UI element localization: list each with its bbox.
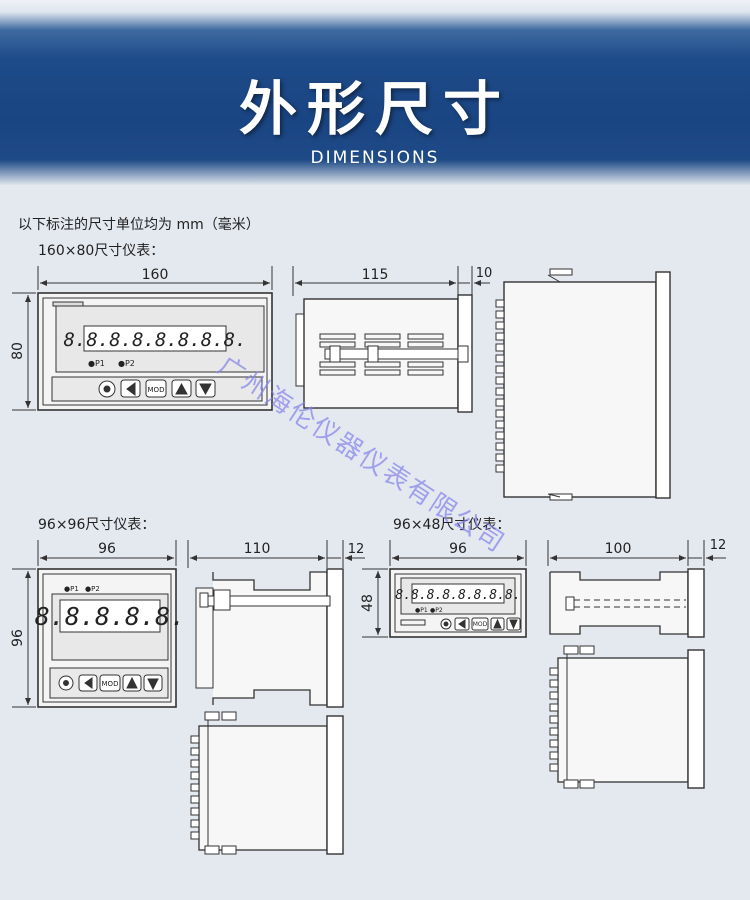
meter-96-mod-key: MOD <box>102 680 119 688</box>
meter-48-display: 8.8.8.8.8.8.8.8. <box>395 588 520 603</box>
dim-48-height: 48 <box>360 594 376 612</box>
meter-96-side-view <box>187 540 365 708</box>
meter-48-top-view <box>549 645 705 789</box>
meter-48-indicator-p2: ●P2 <box>430 607 443 614</box>
dim-160-height: 80 <box>10 342 26 360</box>
meter-160-display: 8.8.8.8.8.8.8.8. <box>63 329 246 351</box>
meter-96-indicator-p2: ●P2 <box>85 585 100 593</box>
meter-160-side-view <box>292 266 490 413</box>
meter-160-indicator-p1: ●P1 <box>88 359 105 368</box>
dim-96-width: 96 <box>98 541 116 557</box>
meter-96-display: 8.8.8.8.8. <box>35 602 186 631</box>
dim-96-bezel: 12 <box>348 542 365 557</box>
meter-160-front-view <box>12 266 273 411</box>
dim-48-bezel: 12 <box>710 538 727 553</box>
dim-96-depth: 110 <box>244 541 271 557</box>
section-label-160x80: 160×80尺寸仪表： <box>38 243 165 259</box>
meter-48-mod-key: MOD <box>473 621 488 628</box>
unit-note: 以下标注的尺寸单位均为 mm（毫米） <box>18 217 260 233</box>
section-label-96x96: 96×96尺寸仪表： <box>38 517 156 533</box>
meter-48-side-view <box>547 540 726 638</box>
header-banner: 外形尺寸 DIMENSIONS <box>0 0 750 185</box>
meter-160-top-view <box>495 268 671 501</box>
dim-160-depth: 115 <box>362 267 389 283</box>
dim-160-bezel: 10 <box>476 266 493 281</box>
meter-160-indicator-p2: ●P2 <box>118 359 135 368</box>
meter-48-indicator-p1: ●P1 <box>415 607 428 614</box>
meter-160-mod-key: MOD <box>148 386 165 394</box>
meter-48-front-view <box>362 540 527 638</box>
meter-96-top-view <box>190 711 344 855</box>
dim-160-width: 160 <box>142 267 169 283</box>
dim-96-height: 96 <box>10 629 26 647</box>
dim-48-width: 96 <box>449 541 467 557</box>
dim-48-depth: 100 <box>605 541 632 557</box>
page-subtitle: DIMENSIONS <box>310 148 440 168</box>
meter-96-indicator-p1: ●P1 <box>64 585 79 593</box>
meter-96-front-view <box>12 540 177 708</box>
page-title: 外形尺寸 <box>238 75 511 143</box>
section-label-96x48: 96×48尺寸仪表： <box>393 517 511 533</box>
